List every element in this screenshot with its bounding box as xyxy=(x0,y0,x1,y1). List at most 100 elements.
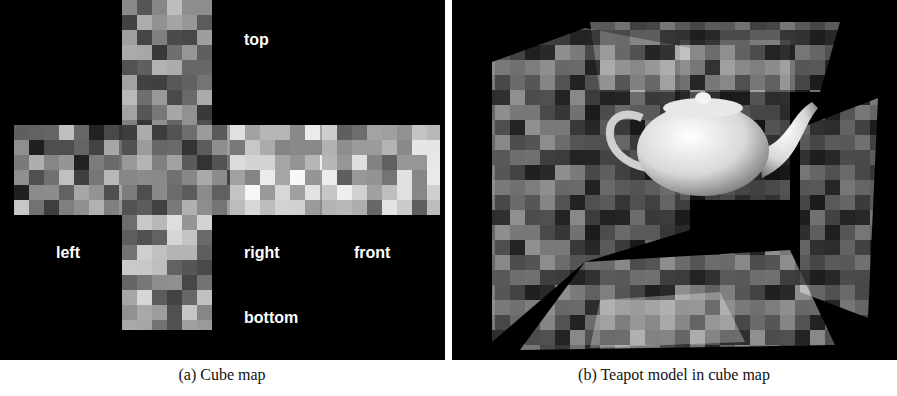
checker-cell xyxy=(137,320,152,330)
checker-cell xyxy=(212,185,227,200)
checker-cell xyxy=(352,170,367,185)
checker-cell xyxy=(167,0,182,15)
checker-cell xyxy=(152,60,167,75)
checker-cell xyxy=(245,125,260,140)
checker-cell xyxy=(212,125,227,140)
checker-cell xyxy=(182,215,197,230)
teapot-spout xyxy=(760,102,818,178)
checker-cell xyxy=(44,170,59,185)
checker-cell xyxy=(182,140,197,155)
checker-cell xyxy=(137,140,152,155)
checker-cell xyxy=(122,170,137,185)
checker-cell xyxy=(322,200,337,215)
checker-cell xyxy=(29,125,44,140)
checker-cell xyxy=(119,155,122,170)
checker-cell xyxy=(367,125,382,140)
checker-cell xyxy=(397,140,412,155)
checker-cell xyxy=(152,185,167,200)
checker-cell xyxy=(137,60,152,75)
right-plane xyxy=(800,98,878,318)
checker-cell xyxy=(230,140,245,155)
checker-cell xyxy=(337,200,352,215)
checker-cell xyxy=(152,30,167,45)
checker-cell xyxy=(152,215,167,230)
checker-cell xyxy=(152,275,167,290)
checker-cell xyxy=(14,200,29,215)
checker-cell xyxy=(197,140,212,155)
checker-cell xyxy=(182,320,197,330)
checker-cell xyxy=(137,90,152,105)
checker-cell xyxy=(197,290,212,305)
checker-cell xyxy=(337,125,352,140)
checker-cell xyxy=(152,75,167,90)
checker-cell xyxy=(122,185,137,200)
checker-cell xyxy=(14,185,29,200)
checker-cell xyxy=(44,125,59,140)
checker-cell xyxy=(182,305,197,320)
checker-cell xyxy=(275,125,290,140)
checker-cell xyxy=(245,185,260,200)
checker-cell xyxy=(122,75,137,90)
checker-cell xyxy=(167,60,182,75)
checker-cell xyxy=(182,90,197,105)
checker-cell xyxy=(227,170,230,185)
checker-cell xyxy=(197,0,212,15)
checker-cell xyxy=(320,200,322,215)
checker-cell xyxy=(137,0,152,15)
checker-cell xyxy=(212,200,227,215)
checker-cell xyxy=(74,200,89,215)
checker-cell xyxy=(197,15,212,30)
checker-cell xyxy=(152,305,167,320)
checker-cell xyxy=(197,105,212,120)
checker-cell xyxy=(167,75,182,90)
checker-cell xyxy=(182,60,197,75)
cube-map-panel xyxy=(0,0,445,360)
checker-cell xyxy=(167,260,182,275)
checker-cell xyxy=(167,90,182,105)
checker-cell xyxy=(122,90,137,105)
checker-cell xyxy=(275,140,290,155)
checker-cell xyxy=(59,155,74,170)
checker-cell xyxy=(122,275,137,290)
checker-cell xyxy=(352,125,367,140)
checker-cell xyxy=(227,185,230,200)
face-label: right xyxy=(244,244,280,262)
checker-cell xyxy=(14,140,29,155)
checker-cell xyxy=(119,125,122,140)
checker-cell xyxy=(227,125,230,140)
checker-cell xyxy=(322,170,337,185)
checker-cell xyxy=(14,125,29,140)
checker-cell xyxy=(412,125,427,140)
checker-cell xyxy=(122,260,137,275)
checker-cell xyxy=(14,170,29,185)
checker-cell xyxy=(197,215,212,230)
checker-cell xyxy=(167,125,182,140)
checker-cell xyxy=(197,170,212,185)
checker-cell xyxy=(382,125,397,140)
checker-cell xyxy=(152,90,167,105)
checker-cell xyxy=(119,185,122,200)
checker-cell xyxy=(167,45,182,60)
checker-cell xyxy=(89,200,104,215)
checker-cell xyxy=(59,200,74,215)
checker-cell xyxy=(427,125,440,140)
checker-cell xyxy=(197,45,212,60)
checker-cell xyxy=(337,170,352,185)
checker-cell xyxy=(320,170,322,185)
checker-cell xyxy=(29,200,44,215)
checker-cell xyxy=(74,125,89,140)
checker-cell xyxy=(167,105,182,120)
checker-cell xyxy=(352,185,367,200)
checker-cell xyxy=(59,185,74,200)
checker-cell xyxy=(427,155,440,170)
checker-cell xyxy=(382,200,397,215)
checker-cell xyxy=(137,30,152,45)
checker-cell xyxy=(230,125,245,140)
checker-cell xyxy=(152,230,167,245)
checker-cell xyxy=(260,200,275,215)
checker-cell xyxy=(352,140,367,155)
checker-cell xyxy=(182,105,197,120)
checker-cell xyxy=(122,45,137,60)
checker-cell xyxy=(305,185,320,200)
checker-cell xyxy=(197,260,212,275)
